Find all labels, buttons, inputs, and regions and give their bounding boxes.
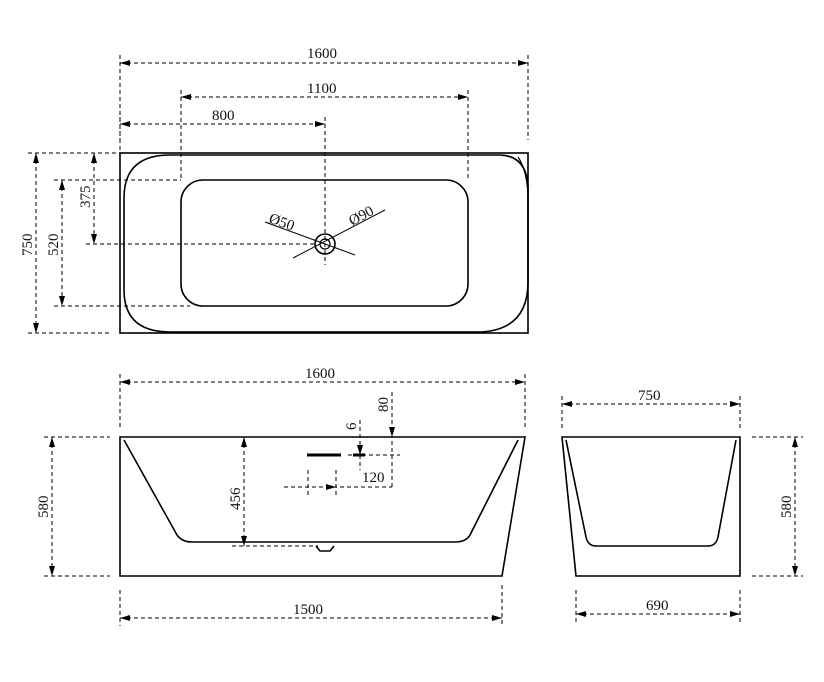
arrow — [515, 379, 525, 385]
arrow — [562, 401, 572, 407]
dim-750-side-label: 750 — [638, 388, 661, 404]
arrow — [49, 437, 55, 447]
front-view-drain — [315, 545, 335, 552]
dim-6-label: 6 — [344, 422, 360, 430]
dim-456-label: 456 — [228, 487, 244, 510]
top-view-tub-rim — [123, 154, 529, 333]
arrow — [518, 60, 528, 66]
top-view-tub-rim-right-curve — [517, 156, 529, 201]
arrow — [326, 484, 336, 490]
arrow — [59, 296, 65, 306]
dim-750-label: 750 — [20, 234, 36, 257]
overflow-diameter-leader — [292, 209, 386, 259]
front-view-basin — [123, 439, 519, 543]
dim-580-front-label: 580 — [36, 496, 52, 519]
dim-1600-top-label: 1600 — [307, 46, 337, 62]
arrow — [357, 445, 363, 455]
arrow — [120, 60, 130, 66]
front-view: 1600 1500 580 456 80 6 12 — [36, 366, 526, 626]
top-view: Ø50 Ø90 1600 1100 800 750 — [20, 46, 529, 334]
arrow — [315, 121, 325, 127]
dim-520-label: 520 — [46, 234, 62, 257]
dim-80-label: 80 — [376, 397, 392, 412]
dim-690-label: 690 — [646, 598, 669, 614]
arrow — [492, 615, 502, 621]
drain-diameter-label: Ø50 — [267, 211, 297, 235]
arrow — [91, 153, 97, 163]
drain-diameter-leader — [264, 221, 356, 256]
dim-580-side-label: 580 — [779, 496, 795, 519]
arrow — [792, 566, 798, 576]
arrow — [241, 536, 247, 546]
front-view-body — [119, 436, 526, 577]
arrow — [458, 94, 468, 100]
arrow — [91, 234, 97, 244]
arrow — [49, 566, 55, 576]
arrow — [120, 379, 130, 385]
side-view-basin — [565, 439, 737, 547]
overflow-diameter-label: Ø90 — [346, 203, 376, 229]
arrow — [730, 611, 740, 617]
dim-375-label: 375 — [78, 186, 94, 209]
dim-1100-label: 1100 — [307, 81, 336, 97]
dim-1500-label: 1500 — [293, 602, 323, 618]
arrow — [241, 437, 247, 447]
dim-1600-front-label: 1600 — [305, 366, 335, 382]
arrow — [33, 323, 39, 333]
side-view-body — [561, 436, 741, 577]
arrow — [120, 121, 130, 127]
arrow — [181, 94, 191, 100]
arrow — [33, 153, 39, 163]
arrow — [59, 180, 65, 190]
arrow — [120, 615, 130, 621]
side-view: 750 690 580 — [561, 388, 803, 622]
dim-120-label: 120 — [362, 470, 385, 486]
arrow — [730, 401, 740, 407]
arrow — [389, 427, 395, 437]
dim-800-label: 800 — [212, 108, 235, 124]
arrow — [792, 437, 798, 447]
arrow — [576, 611, 586, 617]
